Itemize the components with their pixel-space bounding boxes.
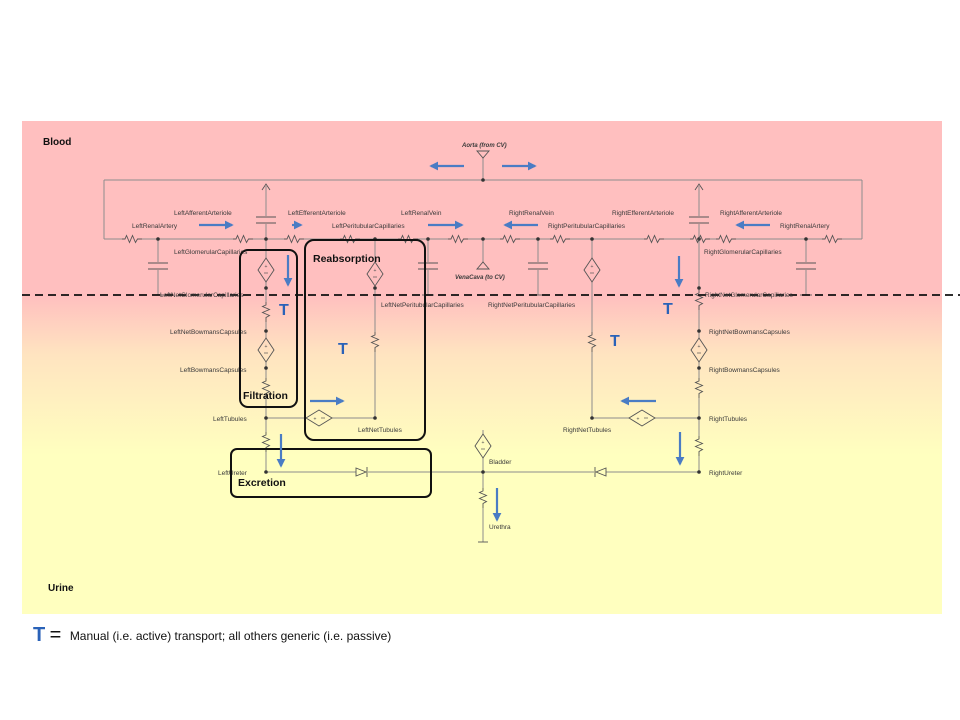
excretion-label: Excretion [238,477,286,489]
blood-region [22,121,942,295]
urethra-label: Urethra [489,524,511,531]
urine-label: Urine [48,583,74,594]
left-ureter-label: LeftUreter [218,470,248,477]
left-net-glomerular-capillaries-label: LeftNetGlomerularCapillaries [160,292,244,299]
aorta-label: Aorta (from CV) [461,143,507,149]
right-renal-vein-label: RightRenalVein [509,210,554,217]
blood-label: Blood [43,137,71,148]
right-renal-artery-label: RightRenalArtery [780,223,830,230]
t-mark-right-filtration: T [663,301,673,318]
transition-region [22,295,942,355]
right-tubules-label: RightTubules [709,416,748,423]
right-net-glomerular-capillaries-label: RightNetGlomerularCapillaries [705,292,794,299]
transport-marks: T T T T [279,301,673,358]
urine-region [22,455,942,614]
left-glomerular-capillaries-label: LeftGlomerularCapillaries [174,249,248,256]
bladder-label: Bladder [489,459,512,466]
legend: T = Manual (i.e. active) transport; all … [33,624,391,647]
vena-cava-label: VenaCava (to CV) [455,275,505,281]
t-mark-left-filtration: T [279,302,289,319]
left-afferent-arteriole-label: LeftAfferentArteriole [174,210,232,217]
left-efferent-arteriole-label: LeftEfferentArteriole [288,210,346,217]
process-boxes: Filtration Reabsorption Excretion [230,239,432,498]
filtration-label: Filtration [243,390,288,402]
left-renal-vein-label: LeftRenalVein [401,210,442,217]
left-tubules-label: LeftTubules [213,416,247,423]
t-mark-right-reabsorption: T [610,333,620,350]
right-efferent-arteriole-label: RightEfferentArteriole [612,210,674,217]
left-renal-artery-label: LeftRenalArtery [132,223,178,230]
legend-equals: = [49,624,62,646]
right-ureter-label: RightUreter [709,470,743,477]
right-peritubular-capillaries-label: RightPeritubularCapillaries [548,223,626,230]
legend-text: Manual (i.e. active) transport; all othe… [69,628,392,643]
left-net-tubules-label: LeftNetTubules [358,427,403,434]
filtration-box [239,249,298,408]
diodes [355,467,607,477]
t-mark-left-reabsorption: T [338,341,348,358]
right-net-tubules-label: RightNetTubules [563,427,612,434]
left-bowmans-capsules-label: LeftBowmansCapsules [180,367,247,374]
right-net-bowmans-capsules-label: RightNetBowmansCapsules [709,329,791,336]
right-net-peritubular-capillaries-label: RightNetPeritubularCapillaries [488,302,576,309]
urine-region-upper [22,355,942,455]
component-labels: Aorta (from CV) VenaCava (to CV) LeftRen… [132,143,830,531]
reabsorption-box [304,239,426,441]
left-peritubular-capillaries-label: LeftPeritubularCapillaries [332,223,405,230]
right-afferent-arteriole-label: RightAfferentArteriole [720,210,782,217]
right-bowmans-capsules-label: RightBowmansCapsules [709,367,781,374]
left-net-bowmans-capsules-label: LeftNetBowmansCapsules [170,329,247,336]
legend-t-symbol: T [33,624,46,646]
reabsorption-label: Reabsorption [313,253,381,265]
right-glomerular-capillaries-label: RightGlomerularCapillaries [704,249,782,256]
flow-arrows [199,161,770,522]
left-net-peritubular-capillaries-label: LeftNetPeritubularCapillaries [381,302,464,309]
excretion-box [230,448,432,498]
